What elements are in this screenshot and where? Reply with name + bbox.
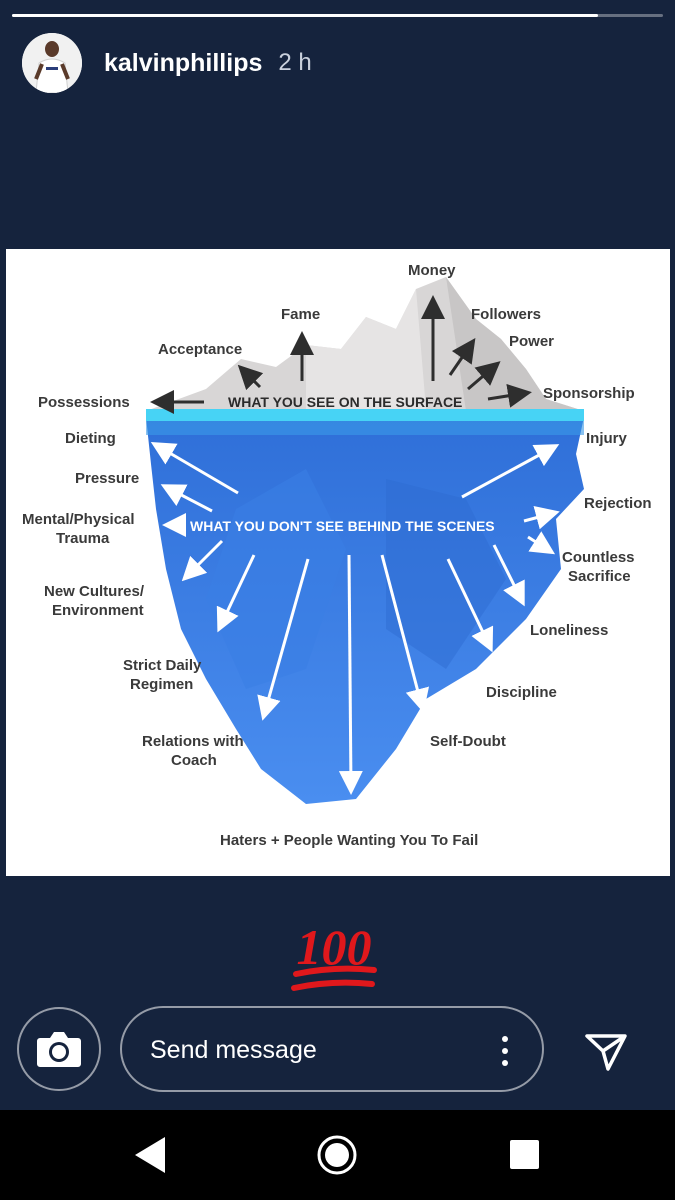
post-time: 2 h	[278, 49, 312, 76]
send-message-input[interactable]: Send message	[120, 1006, 544, 1092]
label-strict-daily: Strict Daily	[123, 657, 202, 674]
recent-apps-icon[interactable]	[510, 1140, 539, 1169]
home-icon[interactable]	[316, 1134, 358, 1176]
label-sponsorship: Sponsorship	[543, 385, 635, 402]
label-mental-physical: Mental/Physical	[22, 511, 135, 528]
story-image-iceberg: WHAT YOU SEE ON THE SURFACE WHAT YOU DON…	[6, 249, 670, 876]
label-loneliness: Loneliness	[530, 622, 608, 639]
surface-caption: WHAT YOU SEE ON THE SURFACE	[228, 394, 462, 410]
below-caption: WHAT YOU DON'T SEE BEHIND THE SCENES	[190, 518, 495, 534]
label-acceptance: Acceptance	[158, 341, 242, 358]
label-fame: Fame	[281, 306, 320, 323]
story-progress-fill	[12, 14, 598, 17]
label-regimen: Regimen	[130, 676, 193, 693]
label-money: Money	[408, 262, 456, 279]
label-injury: Injury	[586, 430, 627, 447]
username[interactable]: kalvinphillips	[104, 48, 263, 77]
back-icon[interactable]	[134, 1136, 166, 1174]
label-coach: Coach	[171, 752, 217, 769]
label-discipline: Discipline	[486, 684, 557, 701]
system-navigation-bar	[0, 1110, 675, 1200]
reply-bar: Send message	[0, 1004, 675, 1094]
label-possessions: Possessions	[38, 394, 130, 411]
label-new-cultures: New Cultures/	[44, 583, 145, 600]
label-pressure: Pressure	[75, 470, 139, 487]
avatar[interactable]	[22, 33, 82, 93]
hundred-points-sticker: 100	[288, 912, 380, 998]
iceberg-graphic: WHAT YOU SEE ON THE SURFACE WHAT YOU DON…	[6, 249, 670, 876]
label-rejection: Rejection	[584, 495, 652, 512]
label-trauma: Trauma	[56, 530, 110, 547]
story-progress-bar	[12, 14, 663, 17]
hundred-points-icon: 100	[291, 919, 377, 991]
label-environment: Environment	[52, 602, 144, 619]
camera-icon	[37, 1032, 81, 1067]
camera-button[interactable]	[17, 1007, 101, 1091]
label-power: Power	[509, 333, 554, 350]
label-haters: Haters + People Wanting You To Fail	[220, 832, 478, 849]
send-icon[interactable]	[584, 1032, 628, 1072]
story-header: kalvinphillips 2 h	[22, 32, 312, 94]
label-self-doubt: Self-Doubt	[430, 733, 506, 750]
label-sacrifice: Sacrifice	[568, 568, 631, 585]
label-countless: Countless	[562, 549, 635, 566]
label-followers: Followers	[471, 306, 541, 323]
sticker-text: 100	[297, 919, 372, 975]
label-dieting: Dieting	[65, 430, 116, 447]
label-relations-with: Relations with	[142, 733, 244, 750]
send-message-placeholder: Send message	[150, 1036, 317, 1064]
avatar-photo	[22, 33, 82, 93]
water-surface-line	[146, 409, 584, 421]
more-vertical-icon[interactable]	[502, 1036, 508, 1066]
